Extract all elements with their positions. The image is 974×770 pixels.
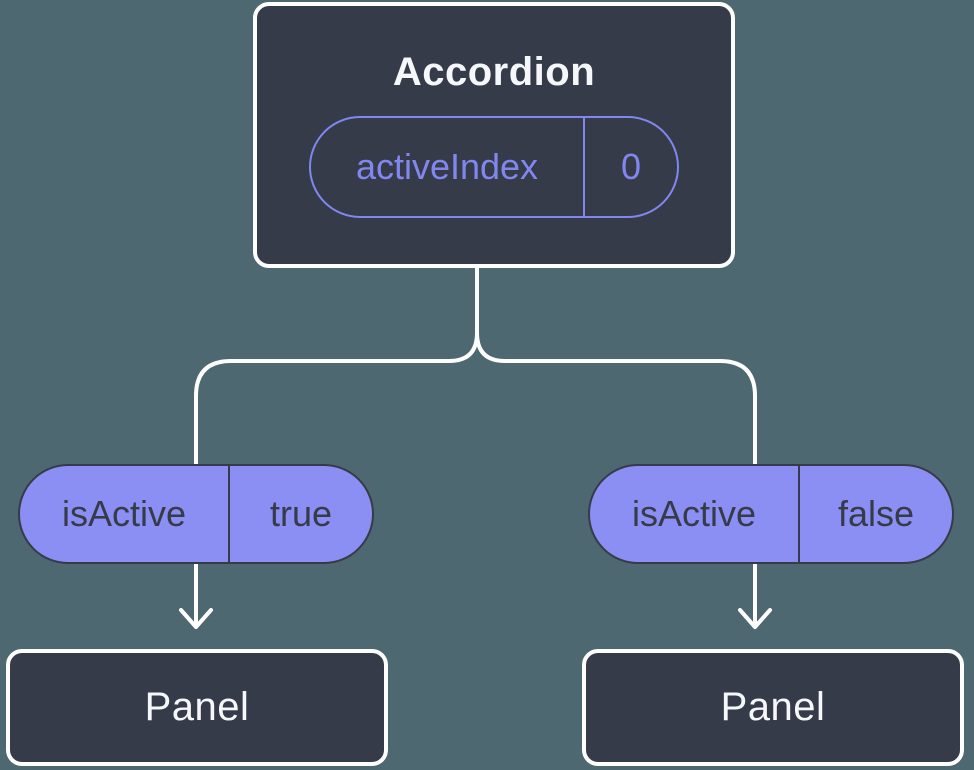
accordion-node: Accordion activeIndex 0 bbox=[253, 2, 735, 268]
prop-pill-label: isActive bbox=[631, 493, 757, 534]
state-pill-divider bbox=[583, 118, 585, 216]
prop-pill-isactive-false: isActive false bbox=[588, 464, 954, 564]
panel-node-left: Panel bbox=[6, 649, 388, 766]
prop-pill-divider bbox=[228, 466, 230, 562]
panel-title: Panel bbox=[144, 685, 250, 729]
panel-node-right: Panel bbox=[582, 649, 964, 766]
panel-title: Panel bbox=[720, 685, 826, 729]
prop-pill-value: false bbox=[837, 493, 915, 534]
right-arrow-head-icon bbox=[738, 608, 772, 629]
state-pill: activeIndex 0 bbox=[309, 116, 679, 218]
prop-pill-label: isActive bbox=[61, 493, 187, 534]
accordion-title: Accordion bbox=[392, 50, 596, 94]
left-arrow-head-icon bbox=[179, 608, 213, 629]
state-pill-value: 0 bbox=[620, 146, 642, 187]
connector-left-branch bbox=[194, 264, 479, 469]
prop-pill-isactive-true: isActive true bbox=[18, 464, 374, 564]
state-pill-label: activeIndex bbox=[355, 146, 539, 187]
connector-right-branch bbox=[475, 264, 757, 469]
prop-pill-value: true bbox=[269, 493, 333, 534]
prop-pill-divider bbox=[798, 466, 800, 562]
